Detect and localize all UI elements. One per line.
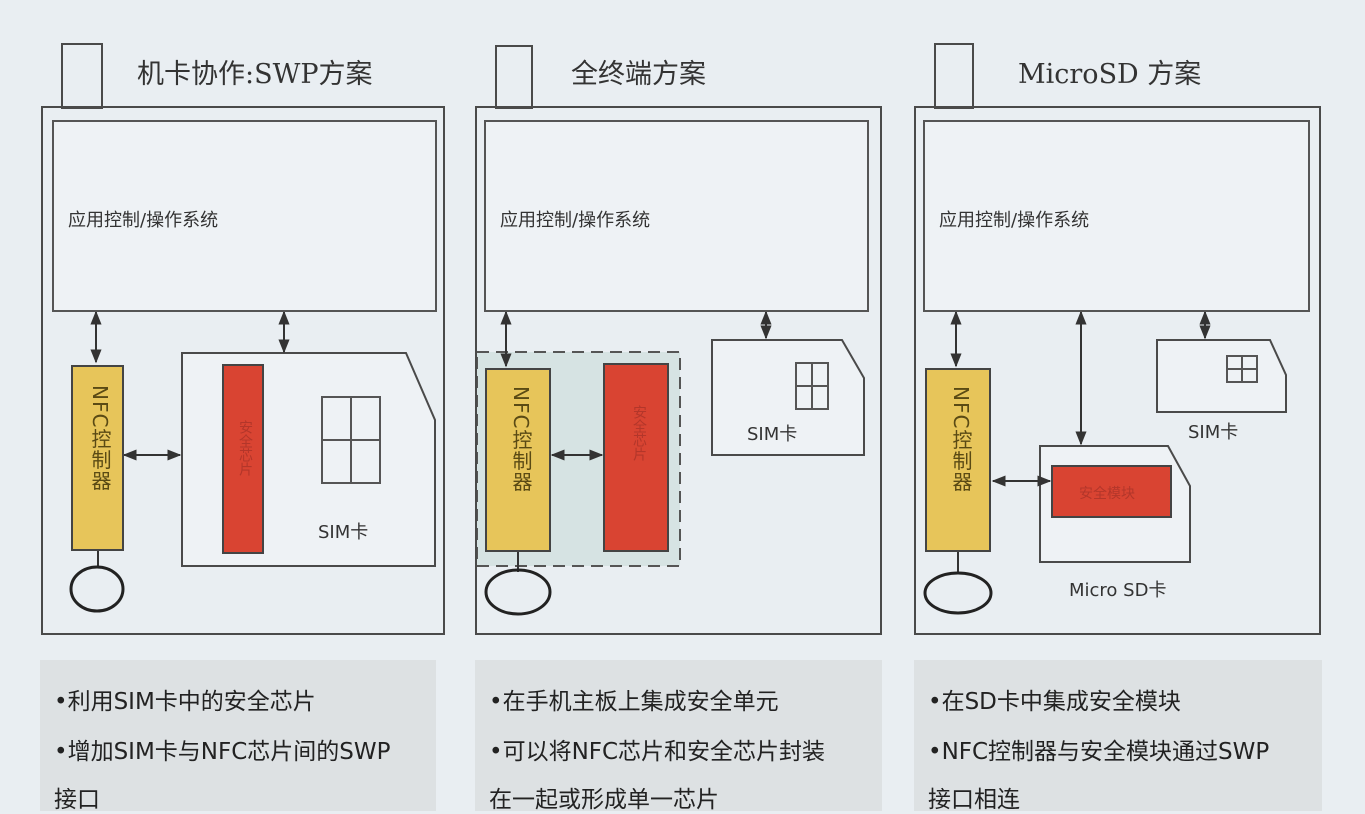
- nfc-label-3: NFC控制器: [949, 386, 973, 493]
- caption-3-line-1: •在SD卡中集成安全模块: [928, 689, 1181, 715]
- sim-card-label-3: SIM卡: [1188, 422, 1239, 443]
- caption-panel-1: •利用SIM卡中的安全芯片 •增加SIM卡与NFC芯片间的SWP 接口: [40, 660, 436, 813]
- os-box-3: 应用控制/操作系统: [923, 120, 1310, 312]
- nfc-controller-3: NFC控制器: [925, 368, 991, 552]
- caption-3-line-3: 接口相连: [928, 787, 1020, 813]
- os-label-3: 应用控制/操作系统: [939, 210, 1090, 231]
- phone-frame-1: [41, 106, 445, 635]
- caption-panel-2: •在手机主板上集成安全单元 •可以将NFC芯片和安全芯片封装 在一起或形成单一芯…: [475, 660, 882, 813]
- sim-card-shape-2: [711, 339, 865, 456]
- nfc-label-2: NFC控制器: [509, 386, 533, 493]
- antenna-coil-3: [923, 571, 993, 615]
- nfc-label-1: NFC控制器: [88, 385, 112, 492]
- antenna-coil-2: [484, 568, 552, 616]
- caption-1-line-2: •增加SIM卡与NFC芯片间的SWP: [54, 739, 391, 765]
- os-label-1: 应用控制/操作系统: [68, 210, 219, 231]
- phone-antenna-3: [934, 43, 974, 109]
- caption-2-line-3: 在一起或形成单一芯片: [489, 787, 719, 813]
- security-module-3: 安全模块: [1051, 465, 1172, 518]
- caption-2-line-2: •可以将NFC芯片和安全芯片封装: [489, 739, 826, 765]
- nfc-controller-1: NFC控制器: [71, 365, 124, 551]
- antenna-coil-1: [69, 565, 125, 613]
- phone-antenna-1: [61, 43, 103, 109]
- os-box-1: 应用控制/操作系统: [52, 120, 437, 312]
- caption-1-line-1: •利用SIM卡中的安全芯片: [54, 689, 316, 715]
- caption-2-line-1: •在手机主板上集成安全单元: [489, 689, 779, 715]
- phone-frame-3: [914, 106, 1321, 635]
- caption-1-line-3: 接口: [54, 787, 100, 813]
- nfc-controller-2: NFC控制器: [485, 368, 551, 552]
- security-chip-2: 安全芯片: [603, 363, 669, 552]
- sim-card-shape-3: [1156, 339, 1287, 413]
- security-chip-1: 安全芯片: [222, 364, 264, 554]
- sd-card-label-3: Micro SD卡: [1069, 580, 1167, 601]
- phone-antenna-2: [495, 45, 533, 109]
- chip-label-2: 安全芯片: [631, 405, 647, 461]
- os-label-2: 应用控制/操作系统: [500, 210, 651, 231]
- sim-card-label-1: SIM卡: [318, 522, 369, 543]
- panel-title-2: 全终端方案: [571, 59, 706, 90]
- panel-title-1: 机卡协作:SWP方案: [137, 59, 373, 90]
- caption-panel-3: •在SD卡中集成安全模块 •NFC控制器与安全模块通过SWP 接口相连: [914, 660, 1322, 813]
- caption-3-line-2: •NFC控制器与安全模块通过SWP: [928, 739, 1270, 765]
- chip-label-3: 安全模块: [1079, 486, 1135, 502]
- chip-label-1: 安全芯片: [237, 420, 253, 476]
- os-box-2: 应用控制/操作系统: [484, 120, 869, 312]
- panel-title-3: MicroSD 方案: [1018, 59, 1202, 90]
- phone-frame-2: [475, 106, 882, 635]
- sim-card-label-2: SIM卡: [747, 424, 798, 445]
